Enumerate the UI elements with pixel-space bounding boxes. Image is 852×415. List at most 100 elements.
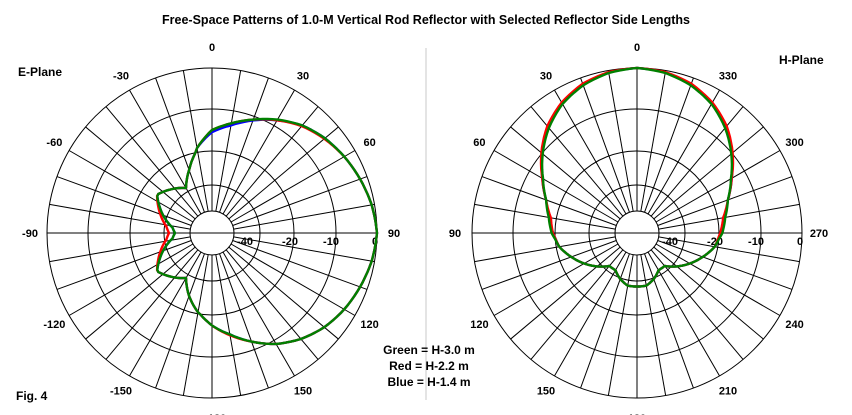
chart-title: Free-Space Patterns of 1.0-M Vertical Ro…: [162, 13, 690, 27]
e-plane-spoke: [219, 253, 269, 389]
e-plane-angle-label: 90: [388, 228, 400, 240]
e-plane-spoke: [49, 236, 191, 263]
e-plane-spoke: [215, 70, 242, 212]
h-plane-angle-label: 210: [719, 386, 737, 398]
h-plane-db-tick-label: 0: [797, 236, 803, 248]
h-plane-spoke: [580, 253, 630, 389]
h-plane-spoke: [655, 150, 781, 223]
e-plane-spoke: [182, 70, 209, 212]
e-plane-spoke: [232, 176, 368, 226]
h-plane-angle-label: 60: [473, 137, 485, 149]
h-plane-spoke: [580, 77, 630, 213]
e-plane-spoke: [56, 240, 192, 290]
h-plane-polar-plot: 0-10-20-40033030027024021018015012090603…: [449, 42, 828, 415]
legend-entry-blue: Blue = H-1.4 m: [387, 375, 470, 389]
e-plane-spoke: [85, 246, 196, 340]
h-plane-spoke: [647, 89, 720, 215]
h-plane-spoke: [650, 249, 744, 360]
h-plane-spoke: [474, 203, 616, 230]
h-plane-spoke: [650, 106, 744, 217]
h-plane-spoke: [493, 243, 619, 316]
e-plane-db-tick-label: -10: [323, 236, 339, 248]
h-plane-spoke: [658, 203, 800, 230]
h-plane-spoke: [640, 254, 667, 396]
h-plane-spoke: [607, 70, 634, 212]
h-plane-spoke: [493, 150, 619, 223]
e-plane-angle-label: +-180: [198, 413, 226, 415]
h-plane-spoke: [510, 246, 621, 340]
h-plane-angle-label: 240: [785, 319, 803, 331]
e-plane-spoke: [233, 203, 375, 230]
h-plane-angle-label: 0: [634, 42, 640, 54]
h-plane-spoke: [653, 246, 764, 340]
h-plane-label: H-Plane: [779, 53, 824, 67]
h-plane-spoke: [640, 70, 667, 212]
h-plane-spoke: [658, 236, 800, 263]
e-plane-pattern-green: [156, 117, 379, 346]
e-plane-spoke: [56, 176, 192, 226]
e-plane-spoke: [105, 249, 199, 360]
e-plane-angle-label: 30: [297, 70, 309, 82]
e-plane-spoke: [233, 236, 375, 263]
h-plane-angle-label: 120: [470, 319, 488, 331]
e-plane-spoke: [232, 240, 368, 290]
h-plane-spoke: [530, 249, 624, 360]
h-plane-angle-label: 150: [537, 386, 555, 398]
e-plane-angle-label: 0: [209, 42, 215, 54]
h-plane-spoke: [554, 251, 627, 377]
h-plane-spoke: [657, 240, 793, 290]
e-plane-spoke: [225, 249, 319, 360]
e-plane-label: E-Plane: [18, 65, 62, 79]
h-plane-spoke: [474, 236, 616, 263]
h-plane-angle-label: 90: [449, 228, 461, 240]
e-plane-spoke: [222, 251, 295, 377]
e-plane-angle-label: 60: [363, 137, 375, 149]
e-plane-spoke: [215, 254, 242, 396]
e-plane-angle-label: 150: [294, 386, 312, 398]
h-plane-spoke: [481, 240, 617, 290]
e-plane-angle-label: -150: [110, 386, 132, 398]
legend-entry-green: Green = H-3.0 m: [383, 343, 475, 357]
e-plane-spoke: [68, 243, 194, 316]
h-plane-angle-label: 330: [719, 70, 737, 82]
e-plane-polar-plot: 0-10-20-400306090120150+-180-150-120-90-…: [22, 42, 400, 415]
h-plane-angle-label: 270: [810, 228, 828, 240]
h-plane-spoke: [644, 253, 694, 389]
e-plane-spoke: [230, 243, 356, 316]
e-plane-spoke: [230, 150, 356, 223]
h-plane-spoke: [530, 106, 624, 217]
e-plane-spoke: [129, 251, 202, 377]
h-plane-db-tick-label: -40: [662, 236, 678, 248]
h-plane-spoke: [653, 126, 764, 220]
e-plane-spoke: [85, 126, 196, 220]
e-plane-spoke: [222, 89, 295, 215]
legend-entry-red: Red = H-2.2 m: [389, 359, 469, 373]
e-plane-spoke: [129, 89, 202, 215]
h-plane-spoke: [655, 243, 781, 316]
e-plane-spoke: [155, 253, 205, 389]
legend: Green = H-3.0 m Red = H-2.2 m Blue = H-1…: [383, 343, 475, 389]
h-plane-spoke: [647, 251, 720, 377]
h-plane-pattern-green: [540, 66, 734, 288]
h-plane-spoke: [481, 176, 617, 226]
e-plane-angle-label: -60: [46, 137, 62, 149]
e-plane-spoke: [182, 254, 209, 396]
e-plane-angle-label: -30: [113, 70, 129, 82]
h-plane-db-tick-label: -10: [748, 236, 764, 248]
h-plane-angle-label: 30: [540, 70, 552, 82]
e-plane-angle-label: -120: [43, 319, 65, 331]
e-plane-spoke: [228, 246, 339, 340]
e-plane-spoke: [228, 126, 339, 220]
figure-label: Fig. 4: [16, 389, 48, 403]
h-plane-spoke: [510, 126, 621, 220]
h-plane-spoke: [657, 176, 793, 226]
e-plane-angle-label: -90: [22, 228, 38, 240]
e-plane-spoke: [49, 203, 191, 230]
h-plane-angle-label: 300: [785, 137, 803, 149]
e-plane-db-tick-label: -40: [237, 236, 253, 248]
e-plane-spoke: [105, 106, 199, 217]
h-plane-spoke: [644, 77, 694, 213]
e-plane-spoke: [68, 150, 194, 223]
